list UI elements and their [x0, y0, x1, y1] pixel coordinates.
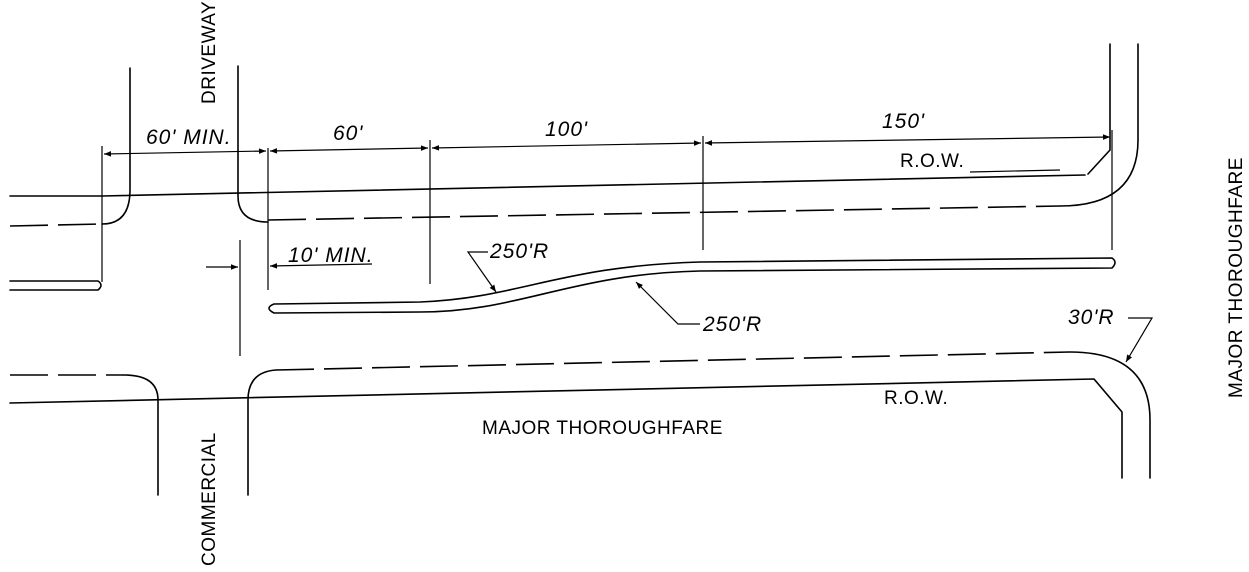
upper-dashed-edge: [9, 223, 103, 227]
radius-250-upper-label: 250'R: [489, 240, 549, 263]
row-leader: [969, 169, 1061, 173]
dim-100-label: 100': [545, 118, 588, 141]
row-top-label: R.O.W.: [900, 151, 964, 172]
lower-main-curb-left: [247, 369, 277, 496]
leader-250r-lower: [635, 281, 700, 325]
dim-60-min-label: 60' MIN.: [146, 126, 232, 149]
dim-150-label: 150': [882, 110, 925, 133]
leader-30r: [1125, 317, 1154, 363]
dim-100: [431, 140, 702, 151]
dim-10-min-right: [269, 263, 373, 269]
lower-dashed-edge-main: [275, 351, 1071, 371]
driveway-label: DRIVEWAY: [199, 1, 220, 104]
top-right-curb-return: [1087, 43, 1111, 175]
radius-250-lower-label: 250'R: [702, 313, 762, 336]
upper-dashed-edge-main: [267, 205, 1061, 221]
commercial-label: COMMERCIAL: [199, 432, 220, 566]
driveway-right-curb: [237, 65, 269, 223]
row-bottom-label: R.O.W.: [884, 388, 948, 409]
major-thoroughfare-bottom-label: MAJOR THOROUGHFARE: [482, 418, 723, 439]
dim-10-min-label: 10' MIN.: [288, 244, 374, 267]
top-row-line: [101, 174, 1086, 197]
median-island: [268, 257, 1116, 314]
dim-60-label: 60': [333, 122, 363, 145]
dim-60-min: [103, 148, 267, 157]
lower-left-curb: [123, 374, 159, 496]
top-right-outer-curb: [1059, 43, 1139, 207]
radius-30-label: 30'R: [1068, 306, 1115, 329]
bottom-row-line: [9, 378, 1123, 479]
major-thoroughfare-right-label: MAJOR THOROUGHFARE: [1226, 157, 1247, 398]
left-median-stub: [9, 280, 102, 291]
dim-60: [269, 145, 429, 154]
dim-150: [704, 134, 1111, 146]
bottom-right-outer-curb: [1069, 351, 1151, 479]
leader-250r-upper: [466, 251, 497, 293]
driveway-left-curb: [101, 67, 131, 225]
